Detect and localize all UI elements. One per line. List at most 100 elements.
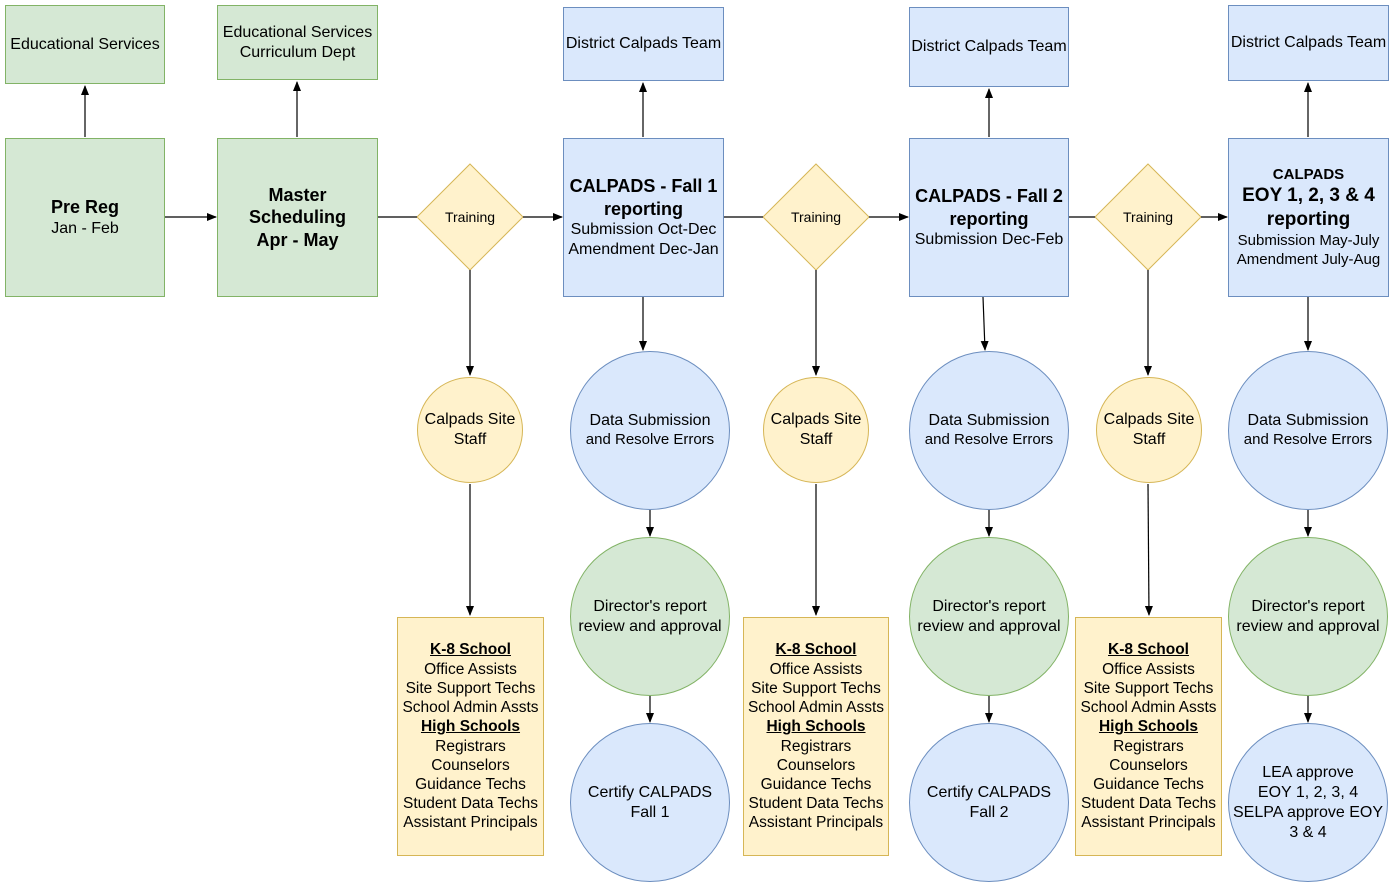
role-item: Site Support Techs [1083,679,1214,697]
district-calpads-team-box-3: District Calpads Team [1228,5,1389,81]
role-item: Student Data Techs [1081,795,1216,813]
master-line2: Scheduling [248,207,346,228]
certify1-line1: Certify CALPADS [587,783,713,801]
director-line1: Director's report [932,597,1046,615]
role-item: School Admin Assts [402,699,539,717]
training-label-1: Training [444,209,496,225]
k8-school-heading: K-8 School [775,641,857,659]
calpads-site-staff-2: Calpads Site Staff [763,377,869,483]
eoy-title-reporting: reporting [1266,209,1351,231]
role-item: Site Support Techs [751,679,881,697]
master-line1: Master [268,184,327,205]
lea-line4: 3 & 4 [1289,823,1327,841]
role-item: Assistant Principals [403,814,538,832]
role-item: Guidance Techs [1093,775,1204,793]
data-submission-circle-1: Data Submission and Resolve Errors [570,351,730,510]
role-item: Office Assists [1102,660,1195,678]
role-item: Counselors [431,756,510,774]
training-label-3: Training [1122,209,1174,225]
k8-school-heading: K-8 School [430,641,511,659]
role-item: Registrars [1113,737,1184,755]
director-line1: Director's report [1251,597,1365,615]
role-item: Registrars [435,737,506,755]
role-item: Office Assists [424,660,517,678]
director-review-circle-2: Director's report review and approval [909,537,1069,696]
curriculum-dept-line1: Educational Services [222,23,373,41]
eoy-submission: Submission May-July [1237,231,1380,249]
site-staff-line1: Calpads Site [424,411,516,428]
district-calpads-team-box-2: District Calpads Team [909,7,1069,87]
fall2-submission: Submission Dec-Feb [914,231,1064,248]
director-review-circle-3: Director's report review and approval [1228,537,1388,696]
fall1-title: CALPADS - Fall 1 [569,176,718,196]
lea-line2: EOY 1, 2, 3, 4 [1257,783,1359,801]
certify-fall1-circle: Certify CALPADS Fall 1 [570,723,730,882]
fall2-title: CALPADS - Fall 2 [915,186,1063,206]
data-submission-line2: and Resolve Errors [924,431,1054,449]
high-schools-heading: High Schools [766,718,866,736]
fall2-title-reporting: reporting [949,208,1029,229]
master-dates: Apr - May [256,229,339,250]
eoy-title: EOY 1, 2, 3 & 4 [1242,185,1375,207]
site-staff-line1: Calpads Site [1103,411,1195,428]
fall1-amendment: Amendment Dec-Jan [568,241,719,258]
director-line1: Director's report [593,597,707,615]
curriculum-dept-box: Educational Services Curriculum Dept [217,5,378,80]
role-item: Guidance Techs [760,775,872,793]
role-item: Site Support Techs [405,679,536,697]
pre-reg-title: Pre Reg [50,197,120,218]
lea-approve-circle: LEA approve EOY 1, 2, 3, 4 SELPA approve… [1228,723,1388,882]
training-label-2: Training [790,209,842,225]
director-line2: review and approval [917,617,1061,635]
calpads-site-staff-3: Calpads Site Staff [1096,377,1202,483]
certify2-line1: Certify CALPADS [926,783,1052,801]
role-item: Office Assists [769,660,863,678]
master-scheduling-box: Master Scheduling Apr - May [217,138,378,297]
role-item: School Admin Assts [747,699,885,717]
role-item: Student Data Techs [403,795,538,813]
district-team-label-3: District Calpads Team [1230,34,1387,51]
data-submission-line2: and Resolve Errors [1243,431,1373,449]
site-staff-line2: Staff [1132,431,1166,448]
calpads-fall1-box: CALPADS - Fall 1 reporting Submission Oc… [563,138,724,297]
district-team-label-1: District Calpads Team [565,35,722,52]
site-staff-line2: Staff [453,431,487,448]
pre-reg-dates: Jan - Feb [51,219,119,237]
k8-school-heading: K-8 School [1108,641,1189,659]
certify-fall2-circle: Certify CALPADS Fall 2 [909,723,1069,882]
director-line2: review and approval [578,617,722,635]
calpads-eoy-box: CALPADS EOY 1, 2, 3 & 4 reporting Submis… [1228,138,1389,297]
role-item: Guidance Techs [415,775,526,793]
role-item: Assistant Principals [1081,814,1216,832]
director-review-circle-1: Director's report review and approval [570,537,730,696]
lea-line3: SELPA approve EOY [1232,803,1383,821]
staff-roles-box-3: K-8 School Office Assists Site Support T… [1075,617,1222,856]
calpads-site-staff-1: Calpads Site Staff [417,377,523,483]
role-item: Registrars [780,737,852,755]
district-team-label-2: District Calpads Team [911,38,1067,55]
data-submission-line1: Data Submission [928,412,1050,430]
eoy-title-calpads: CALPADS [1272,165,1345,183]
educational-services-label: Educational Services [10,35,160,53]
arrow-sitestaff3-roles [1144,483,1153,616]
eoy-amendment: Amendment July-Aug [1236,250,1381,268]
staff-roles-box-2: K-8 School Office Assists Site Support T… [743,617,889,856]
fall1-submission: Submission Oct-Dec [570,221,717,238]
director-line2: review and approval [1236,617,1380,635]
certify2-line2: Fall 2 [969,803,1009,821]
pre-reg-box: Pre Reg Jan - Feb [5,138,165,297]
role-item: Counselors [1109,756,1188,774]
site-staff-line2: Staff [799,431,833,448]
fall1-title-reporting: reporting [604,198,683,219]
high-schools-heading: High Schools [1098,718,1199,736]
high-schools-heading: High Schools [420,718,521,736]
role-item: School Admin Assts [1080,699,1217,717]
curriculum-dept-line2: Curriculum Dept [239,43,356,61]
certify1-line2: Fall 1 [630,803,670,821]
site-staff-line1: Calpads Site [770,411,862,428]
role-item: Counselors [776,756,856,774]
data-submission-line1: Data Submission [1247,412,1369,430]
data-submission-line1: Data Submission [589,412,711,430]
